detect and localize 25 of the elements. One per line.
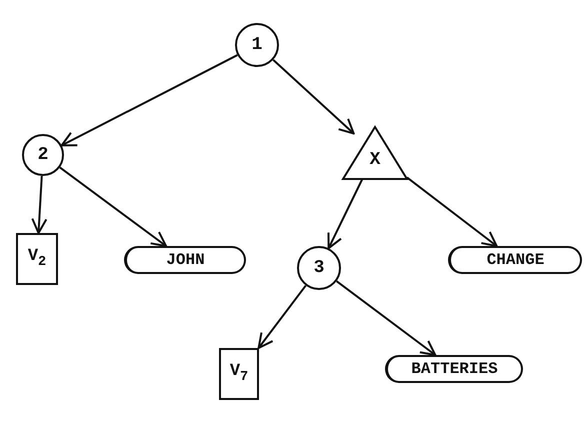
node-label: V$_{7}$	[230, 363, 248, 385]
node-label: 3	[314, 259, 324, 277]
node-label: V$_{2}$	[28, 248, 46, 270]
node-label: CHANGE	[486, 252, 544, 268]
arrow	[258, 284, 307, 349]
circle-node	[235, 23, 279, 67]
arrow	[31, 176, 48, 234]
circle-node	[22, 134, 64, 176]
arrow	[272, 59, 355, 134]
node-label: BATTERIES	[411, 361, 498, 377]
square-node	[16, 233, 58, 285]
rounded-node	[124, 246, 246, 274]
node-label: X	[370, 151, 380, 169]
node-label: 1	[252, 36, 262, 54]
square-node	[219, 348, 259, 400]
node-label: 2	[38, 146, 48, 164]
arrow	[60, 54, 238, 146]
arrow	[336, 280, 436, 356]
rounded-node	[385, 355, 523, 383]
arrow	[406, 176, 498, 247]
arrow	[59, 166, 168, 247]
node-label: JOHN	[166, 252, 205, 268]
rounded-node	[448, 246, 582, 274]
circle-node	[297, 246, 341, 290]
arrow	[327, 178, 364, 250]
